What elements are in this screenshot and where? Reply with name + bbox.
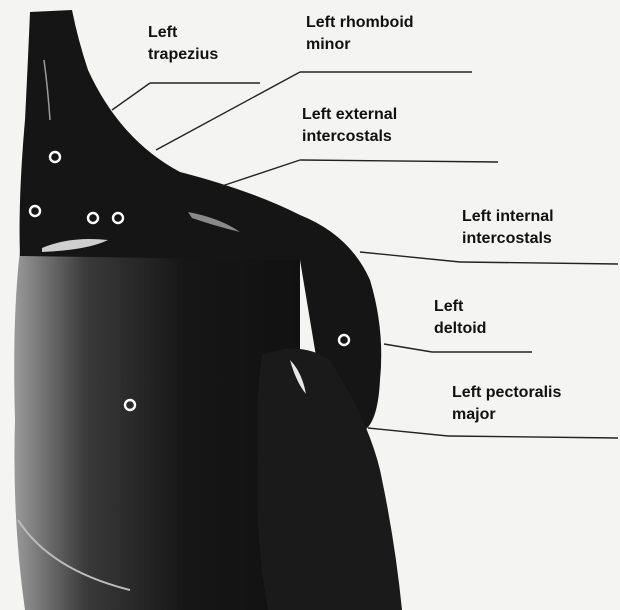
label-line: Left rhomboid [306, 12, 414, 34]
label-left-pectoralis-major: Left pectoralis major [452, 382, 561, 426]
label-left-internal-intercostals: Left internal intercostals [462, 206, 554, 250]
label-line: minor [306, 34, 414, 56]
label-line: major [452, 404, 561, 426]
label-left-external-intercostals: Left external intercostals [302, 104, 397, 148]
leader-line-ext-intercostals-tail [300, 160, 498, 162]
label-line: intercostals [462, 228, 554, 250]
label-line: deltoid [434, 318, 486, 340]
label-line: trapezius [148, 44, 218, 66]
label-line: Left pectoralis [452, 382, 561, 404]
leader-line-int-intercostals-tail [460, 262, 618, 264]
leader-line-trapezius [112, 83, 150, 110]
label-line: Left [434, 296, 486, 318]
leader-line-ext-intercostals [222, 160, 300, 186]
torso-silhouette [14, 242, 300, 610]
upper-arm-silhouette [257, 349, 402, 610]
label-line: intercostals [302, 126, 397, 148]
label-left-trapezius: Left trapezius [148, 22, 218, 66]
label-line: Left [148, 22, 218, 44]
label-line: Left external [302, 104, 397, 126]
leader-line-pectoralis-tail [448, 436, 618, 438]
label-left-deltoid: Left deltoid [434, 296, 486, 340]
label-left-rhomboid-minor: Left rhomboid minor [306, 12, 414, 56]
leader-line-int-intercostals [360, 252, 460, 262]
label-line: Left internal [462, 206, 554, 228]
leader-line-pectoralis [368, 428, 448, 436]
leader-line-deltoid [384, 344, 432, 352]
